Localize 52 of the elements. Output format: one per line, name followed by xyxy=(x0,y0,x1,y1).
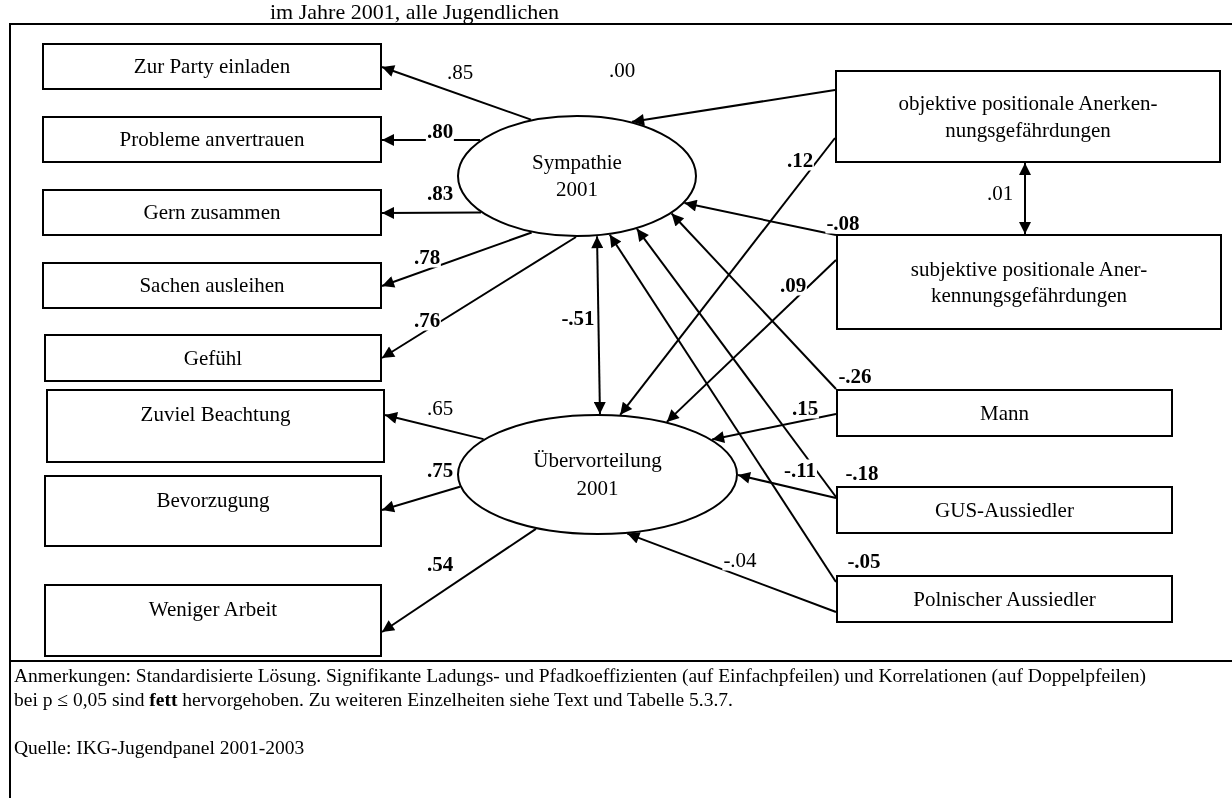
variable-label: subjektive positionale Aner- kennungsgefährdungen xyxy=(909,255,1149,309)
variable-box xyxy=(42,43,382,90)
note-text: Anmerkungen: Standardisierte Lösung. Signifikante Ladungs- und Pfadkoeffizienten (auf Einfachpfeilen) und Korrelationen (auf Doppelpfeilen) bei p ≤ 0,05 sind fett hervorgehoben. Zu weiteren Einzelheiten siehe Text und Tabelle 5.3.7. xyxy=(14,664,1147,712)
latent-variable-ellipse xyxy=(457,115,697,237)
variable-label: Übervorteilung 2001 xyxy=(532,447,663,502)
variable-box xyxy=(835,70,1221,163)
variable-box xyxy=(44,334,382,382)
arrow xyxy=(737,471,837,499)
arrow xyxy=(665,259,837,423)
arrow xyxy=(670,212,837,390)
double-arrow xyxy=(1019,162,1031,235)
arrow xyxy=(626,532,837,613)
variable-box xyxy=(836,486,1173,534)
variable-label: objektive positionale Anerken- nungsgefährdungen xyxy=(897,90,1159,143)
variable-label: Sympathie 2001 xyxy=(531,148,623,203)
variable-box xyxy=(42,116,382,163)
source-text: Quelle: IKG-Jugendpanel 2001-2003 xyxy=(14,736,306,760)
arrow xyxy=(635,227,837,498)
variable-label: Gern zusammen xyxy=(142,199,282,226)
variable-label: Zuviel Beachtung xyxy=(139,401,292,428)
double-arrow xyxy=(591,235,606,415)
arrow xyxy=(381,231,533,288)
variable-label: Gefühl xyxy=(182,344,244,372)
figure-title: im Jahre 2001, alle Jugendlichen xyxy=(270,0,559,24)
variable-box xyxy=(836,234,1222,330)
variable-label: Zur Party einladen xyxy=(132,53,292,80)
arrow xyxy=(381,206,482,219)
arrow xyxy=(381,236,577,359)
variable-box xyxy=(836,575,1173,623)
variable-label: Mann xyxy=(979,399,1030,427)
variable-box xyxy=(46,389,385,463)
arrow xyxy=(608,233,837,583)
variable-label: Sachen ausleihen xyxy=(138,272,286,299)
arrow xyxy=(711,413,837,443)
latent-variable-ellipse xyxy=(457,414,738,535)
variable-box xyxy=(42,262,382,309)
arrow xyxy=(619,137,836,416)
arrow xyxy=(683,199,837,236)
variable-box xyxy=(44,475,382,547)
variable-label: Polnischer Aussiedler xyxy=(912,585,1097,613)
arrow xyxy=(381,485,461,513)
arrow xyxy=(381,65,532,121)
variable-box xyxy=(44,584,382,657)
variable-box xyxy=(836,389,1173,437)
variable-box xyxy=(42,189,382,236)
variable-label: Bevorzugung xyxy=(155,487,271,514)
arrow xyxy=(381,527,537,633)
variable-label: GUS-Aussiedler xyxy=(934,496,1075,524)
arrow xyxy=(631,89,836,126)
variable-label: Probleme anvertrauen xyxy=(118,126,306,153)
variable-label: Weniger Arbeit xyxy=(147,596,279,623)
arrow xyxy=(384,412,485,441)
